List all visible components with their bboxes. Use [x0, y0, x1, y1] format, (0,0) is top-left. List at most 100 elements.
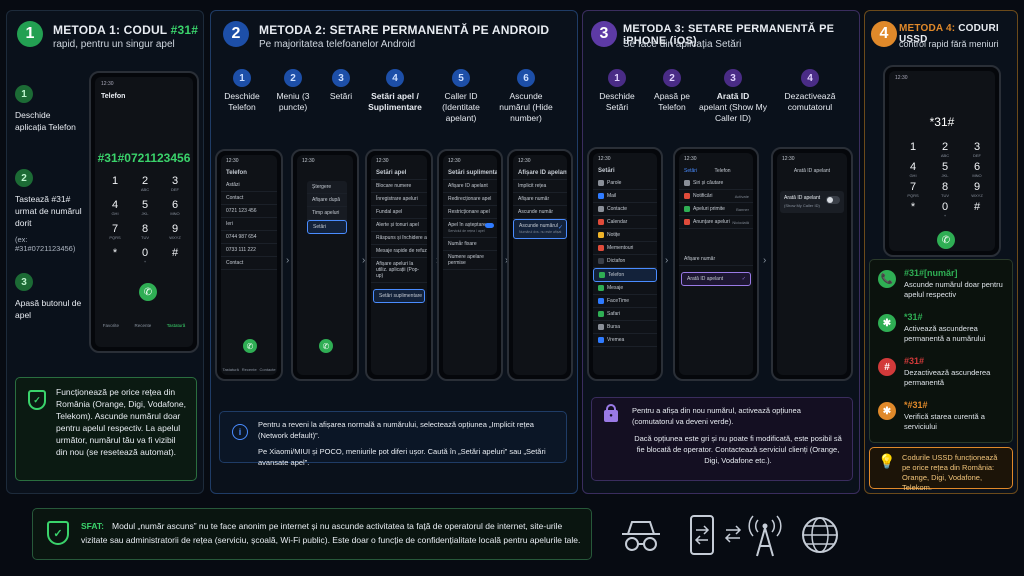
settings-item[interactable]: Mail — [593, 190, 657, 203]
call-button[interactable]: ✆ — [243, 339, 257, 353]
settings-item[interactable]: Mesaje — [593, 282, 657, 295]
menu-item[interactable]: Timp apeluri — [307, 207, 347, 220]
settings-item[interactable]: Contacte — [593, 203, 657, 216]
dial-key[interactable]: 0+ — [935, 201, 955, 218]
dial-key[interactable]: # — [165, 247, 185, 259]
settings-item[interactable]: Safari — [593, 308, 657, 321]
dial-key[interactable]: * — [903, 201, 923, 213]
lock-shackle — [606, 404, 616, 412]
list-item[interactable]: Restricționare apel — [443, 206, 497, 219]
method-1-title-text: METODA 1: CODUL — [53, 23, 171, 37]
list-item[interactable]: Blocare numere — [371, 180, 427, 193]
call-button[interactable]: ✆ — [139, 283, 157, 301]
settings-item[interactable]: Telefon — [593, 268, 657, 282]
list-item[interactable]: Contact — [221, 257, 277, 270]
dial-key[interactable]: 1 — [105, 175, 125, 187]
settings-item[interactable]: Dictafon — [593, 255, 657, 268]
phone-setting-item[interactable]: Siri și căutare — [679, 177, 753, 190]
list-item[interactable]: Fundal apel — [371, 206, 427, 219]
menu-item[interactable]: Afișare după — [307, 194, 347, 207]
ussd-code: #31# — [904, 356, 925, 366]
settings-item[interactable]: Bursa — [593, 321, 657, 334]
tab-tastatura[interactable]: Tastatură — [166, 323, 186, 328]
list-item[interactable]: Numere apelare permise — [443, 251, 497, 270]
check-icon: ✓ — [557, 225, 563, 231]
call-button[interactable]: ✆ — [937, 231, 955, 249]
shield-check-icon: ✓ — [28, 390, 46, 410]
dial-key-digit: 0 — [941, 201, 949, 213]
toggle-switch-off[interactable] — [826, 196, 840, 204]
list-item[interactable]: Redirecționare apel — [443, 193, 497, 206]
tab-contacte[interactable]: Contacte — [259, 367, 276, 372]
list-item[interactable]: Înregistrare apeluri — [371, 193, 427, 206]
method-3-subtitle: Se face din aplicația Setări — [623, 39, 742, 50]
toggle-switch[interactable] — [485, 223, 494, 228]
tab-recente[interactable]: Recente — [134, 323, 152, 328]
list-item[interactable]: Afișare apeluri la utiliz. aplicații (Po… — [371, 258, 427, 283]
settings-item[interactable]: Notițe — [593, 229, 657, 242]
option[interactable]: Implicit rețea — [513, 180, 567, 193]
method-4-panel: 4 METODA 4: CODURI USSD control rapid fă… — [864, 10, 1018, 494]
list-item[interactable]: Răspuns și închidere apeluri — [371, 232, 427, 245]
list-item[interactable]: Numår fixare — [443, 238, 497, 251]
footer-body: Modul „număr ascuns” nu te face anonim p… — [81, 521, 581, 545]
list-item[interactable]: 0744 987 654 — [221, 231, 277, 244]
settings-item[interactable]: FaceTime — [593, 295, 657, 308]
dial-key[interactable]: * — [105, 247, 125, 259]
tab-recente[interactable]: Recente — [241, 367, 257, 372]
status-time: 12:30 — [302, 158, 315, 164]
menu-item[interactable]: Ștergere — [307, 181, 347, 194]
list-item-show-caller-id[interactable]: Arată ID apelant✓ — [681, 272, 751, 286]
settings-item[interactable]: Mementouri — [593, 242, 657, 255]
list-item[interactable]: Afișare ID apelant — [443, 180, 497, 193]
call-button[interactable]: ✆ — [319, 339, 333, 353]
list-item-setari-suplimentare[interactable]: Setări suplimentare — [373, 289, 425, 303]
tab-favorite[interactable]: Favorite — [102, 323, 119, 328]
setting-label: Apeluri primite — [693, 206, 725, 212]
tab-tastatura[interactable]: Tastatură — [222, 367, 239, 372]
settings-item[interactable]: Parole — [593, 177, 657, 190]
list-item[interactable]: 0733 111 222 — [221, 244, 277, 257]
list-item[interactable]: Afișare număr — [679, 253, 753, 266]
list-item[interactable]: Alerte și tonuri apel — [371, 219, 427, 232]
list-item[interactable]: Contact — [221, 192, 277, 205]
dial-key[interactable]: 1 — [903, 141, 923, 153]
back-button[interactable]: Setări — [684, 168, 698, 174]
list-item[interactable]: 0721 123 456 — [221, 205, 277, 218]
settings-item[interactable]: Vremea — [593, 334, 657, 347]
dial-key[interactable]: # — [967, 201, 987, 213]
list-item[interactable]: Mesaje rapide de refuz — [371, 245, 427, 258]
ussd-code: *31# — [904, 312, 923, 322]
dial-key[interactable]: 0+ — [135, 247, 155, 264]
app-icon — [598, 206, 604, 212]
settings-item[interactable]: Calendar — [593, 216, 657, 229]
option[interactable]: Ascunde număr — [513, 206, 567, 219]
menu-item-setari[interactable]: Setări — [307, 220, 347, 234]
step-text: Caller ID (Identitate apelant) — [442, 91, 480, 123]
option[interactable]: Afișare număr — [513, 193, 567, 206]
